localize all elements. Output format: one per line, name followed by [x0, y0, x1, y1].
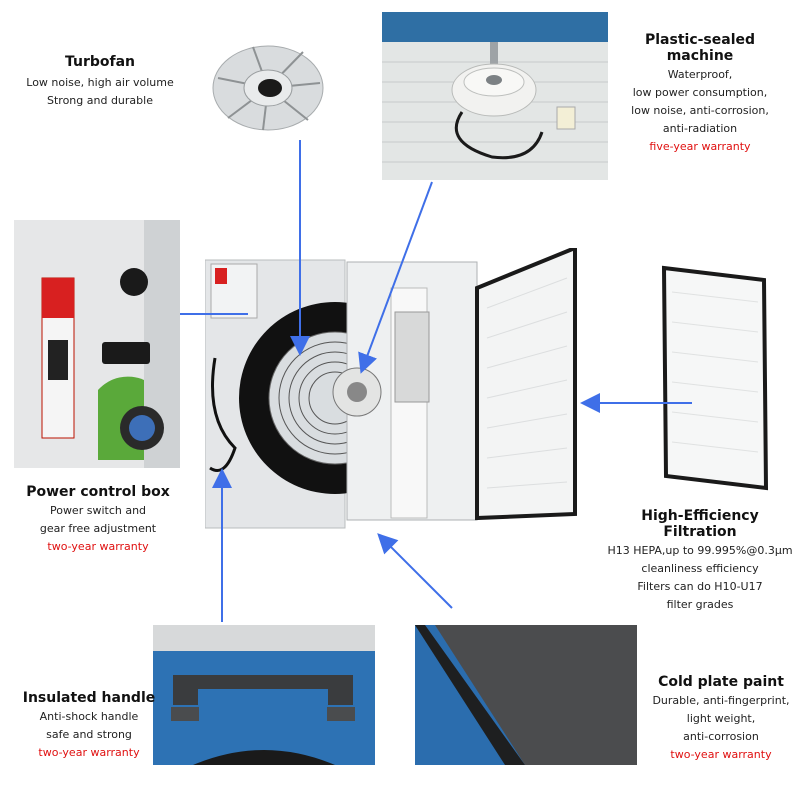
paint-arrow	[377, 533, 453, 609]
ffu-unit-photo	[205, 248, 600, 530]
plastic-sealed-caption: Plastic-sealed machine Waterproof, low p…	[612, 32, 788, 156]
turbofan-caption: Turbofan Low noise, high air volume Stro…	[20, 54, 180, 110]
paint-caption: Cold plate paint Durable, anti-fingerpri…	[642, 674, 800, 764]
paint-title: Cold plate paint	[658, 674, 784, 690]
power-box-caption: Power control box Power switch and gear …	[14, 484, 182, 556]
paint-line-2: light weight,	[686, 712, 756, 725]
handle-warranty: two-year warranty	[38, 746, 140, 759]
turbofan-line-1: Low noise, high air volume	[26, 76, 174, 89]
hepa-title-2: Filtration	[663, 524, 737, 540]
power-box-photo	[14, 220, 180, 468]
turbofan-title: Turbofan	[64, 54, 136, 70]
plastic-sealed-line-4: anti-radiation	[662, 122, 738, 135]
paint-photo	[415, 625, 637, 765]
plastic-sealed-line-2: low power consumption,	[632, 86, 768, 99]
handle-line-2: safe and strong	[46, 728, 132, 741]
turbofan-photo	[208, 38, 328, 138]
paint-line-1: Durable, anti-fingerprint,	[652, 694, 790, 707]
hepa-caption: High-Efficiency Filtration H13 HEPA,up t…	[602, 508, 798, 614]
power-box-title: Power control box	[26, 484, 170, 500]
hepa-line-2: cleanliness efficiency	[641, 562, 759, 575]
hepa-line-4: filter grades	[666, 598, 734, 611]
motor-photo	[382, 12, 608, 180]
plastic-sealed-line-3: low noise, anti-corrosion,	[631, 104, 769, 117]
hepa-line-3: Filters can do H10-U17	[637, 580, 763, 593]
handle-line-1: Anti-shock handle	[39, 710, 139, 723]
hepa-filter-photo	[660, 262, 770, 494]
paint-warranty: two-year warranty	[670, 748, 772, 761]
power-box-line-1: Power switch and	[49, 504, 147, 517]
hepa-line-1: H13 HEPA,up to 99.995%@0.3μm	[607, 544, 793, 557]
hepa-title-1: High-Efficiency	[641, 508, 759, 524]
turbofan-line-2: Strong and durable	[47, 94, 153, 107]
plastic-sealed-warranty: five-year warranty	[649, 140, 751, 153]
power-box-warranty: two-year warranty	[47, 540, 149, 553]
plastic-sealed-title: Plastic-sealed machine	[644, 32, 756, 64]
plastic-sealed-line-1: Waterproof,	[667, 68, 733, 81]
handle-title: Insulated handle	[22, 690, 156, 706]
power-box-line-2: gear free adjustment	[39, 522, 157, 535]
paint-line-3: anti-corrosion	[683, 730, 759, 743]
handle-caption: Insulated handle Anti-shock handle safe …	[16, 690, 162, 762]
handle-photo	[153, 625, 375, 765]
